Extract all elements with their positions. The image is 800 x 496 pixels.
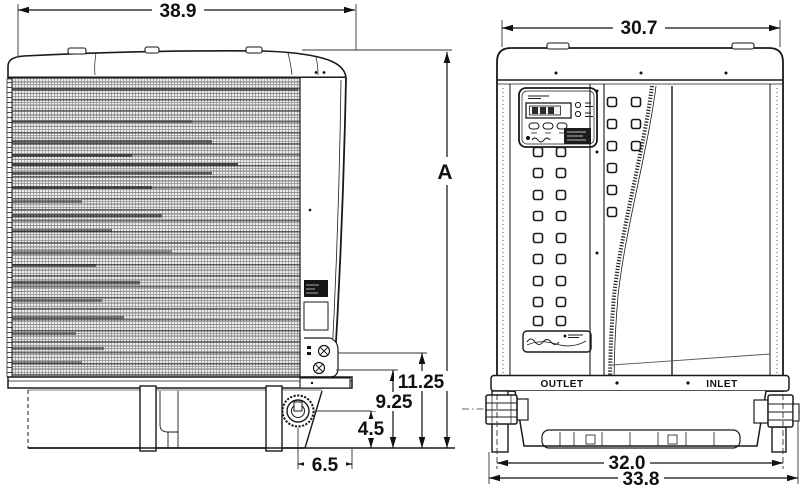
base-rail xyxy=(7,376,353,389)
indicator-led xyxy=(574,101,582,109)
dim-knockout-lower-label: 9.25 xyxy=(376,392,413,413)
panel-brand-text xyxy=(528,95,549,100)
electrical-knockout xyxy=(312,344,331,375)
rating-label xyxy=(304,280,328,297)
cap-hinge-tab xyxy=(67,47,87,55)
panel-button xyxy=(556,122,568,130)
union-nut xyxy=(767,394,794,428)
condensate-drain xyxy=(281,394,315,428)
dim-overall-side-label: 33.8 xyxy=(623,469,660,490)
cap-hinge-tab xyxy=(245,46,263,54)
indicator-led xyxy=(574,110,582,118)
dim-front-width-label: 38.9 xyxy=(160,1,197,22)
outlet-label: OUTLET xyxy=(541,379,584,390)
union-nut xyxy=(485,394,518,425)
support-strap xyxy=(265,385,283,452)
knockout-plate xyxy=(304,337,339,378)
dimension-labels: 38.9 30.7 A 11.25 9.25 4.5 6.5 32.0 33.8… xyxy=(160,1,738,490)
control-panel xyxy=(518,87,598,148)
front-view xyxy=(6,46,353,452)
base-pan-side xyxy=(514,390,767,449)
dim-drain-height-label: 4.5 xyxy=(358,419,385,440)
outlet-pipe-fitting xyxy=(462,390,529,453)
coil-mesh xyxy=(6,77,301,379)
panel-button xyxy=(528,122,540,130)
support-strap xyxy=(139,385,157,452)
temperature-display xyxy=(525,102,572,119)
side-view xyxy=(462,42,800,453)
screw-dot xyxy=(724,71,728,75)
dimension-lines xyxy=(17,1,799,487)
divider-strip xyxy=(589,84,605,391)
brand-label xyxy=(522,330,592,353)
screw-dot xyxy=(322,71,326,74)
brand-script xyxy=(526,338,560,345)
cap-hinge-tab xyxy=(731,42,755,50)
side-panel-edge xyxy=(299,77,347,378)
screw-dot xyxy=(554,71,558,75)
vent-holes-left xyxy=(532,146,567,327)
pentair-logo-mark xyxy=(526,136,530,140)
outlet-inlet-bar xyxy=(490,374,790,392)
coil-dark-streaks xyxy=(12,88,298,364)
dim-height-label: A xyxy=(437,161,452,184)
pentair-logo-text xyxy=(531,137,551,143)
screw-dot xyxy=(308,208,312,212)
dim-side-width-label: 30.7 xyxy=(621,18,658,39)
vent-holes-middle xyxy=(606,96,642,218)
inlet-label: INLET xyxy=(706,379,737,390)
access-panel xyxy=(303,301,329,331)
mounting-bracket xyxy=(159,391,179,448)
dim-base-width-label: 32.0 xyxy=(609,453,646,474)
cap-hinge-tab xyxy=(546,42,570,50)
screw-dot xyxy=(314,71,318,74)
panel-button xyxy=(542,122,554,130)
cap-hinge-tab xyxy=(144,46,160,54)
base-assembly xyxy=(7,376,353,452)
dim-drain-offset-label: 6.5 xyxy=(312,455,339,476)
inlet-pipe-fitting xyxy=(753,394,800,453)
screw-dot xyxy=(639,71,643,75)
dim-knockout-upper-label: 11.25 xyxy=(398,372,445,393)
top-cap xyxy=(7,46,347,79)
panel-seam xyxy=(608,85,654,391)
